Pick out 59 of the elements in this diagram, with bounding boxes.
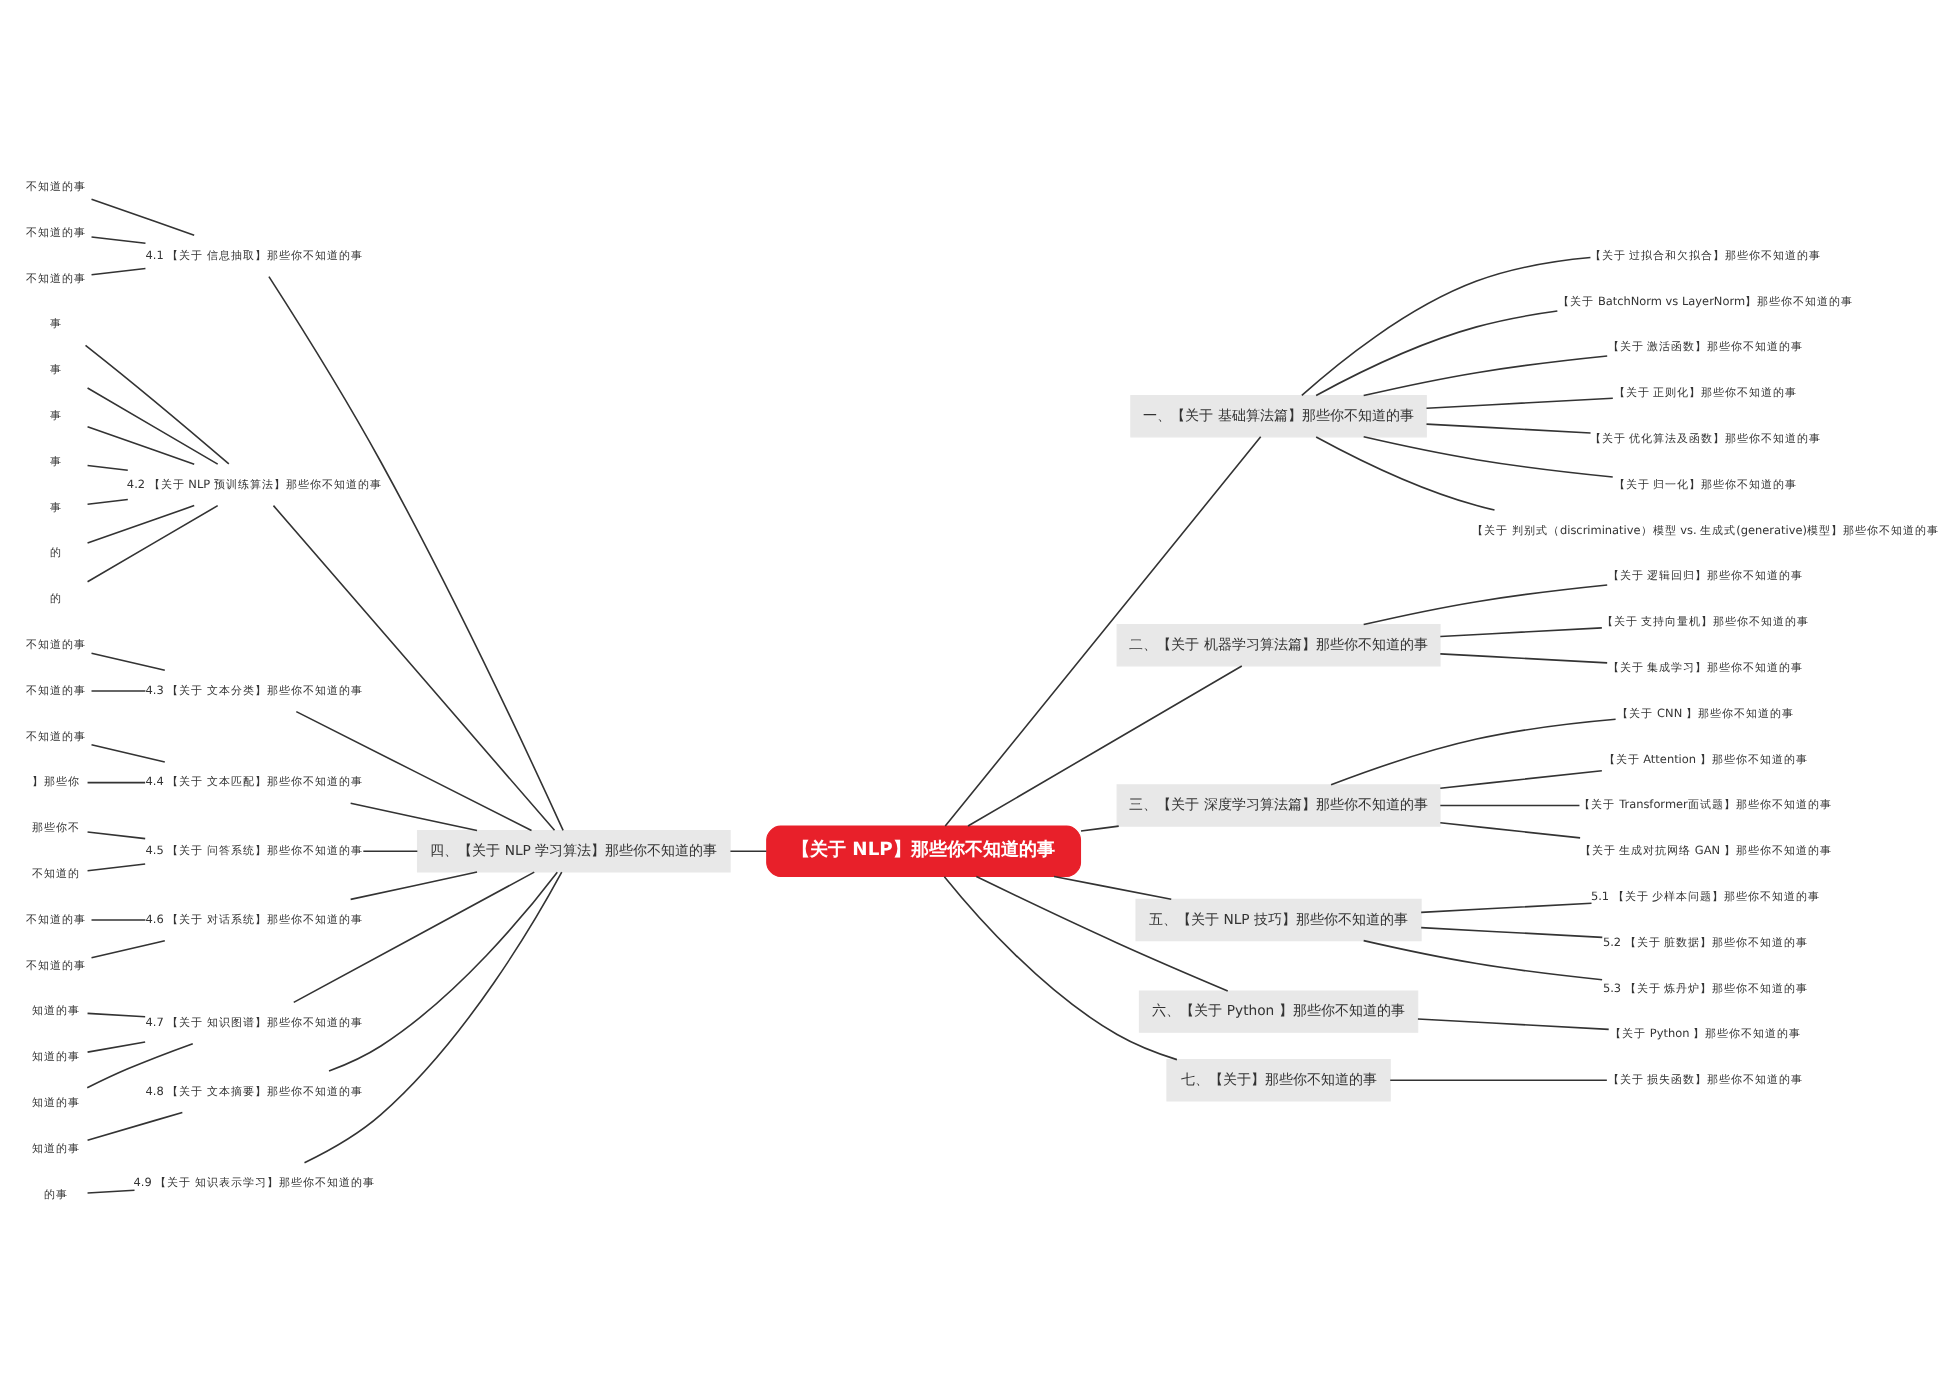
connector xyxy=(295,710,533,832)
connector xyxy=(86,781,146,784)
connector xyxy=(1417,1018,1610,1031)
connector xyxy=(1389,1079,1608,1082)
connector xyxy=(86,831,146,840)
connector xyxy=(86,387,219,465)
connector xyxy=(943,875,1178,1061)
connector xyxy=(1053,875,1173,901)
connector xyxy=(86,504,195,544)
connector xyxy=(90,939,166,959)
connector xyxy=(1439,822,1581,839)
connector xyxy=(1439,653,1608,664)
connector xyxy=(84,344,230,465)
connector xyxy=(967,665,1243,827)
connector xyxy=(944,436,1262,827)
connector xyxy=(86,464,129,472)
connector xyxy=(1301,256,1592,397)
connector xyxy=(90,236,147,245)
connector xyxy=(1439,804,1581,807)
connector xyxy=(1362,436,1614,478)
connector xyxy=(1420,902,1593,914)
connector xyxy=(362,850,419,853)
connector xyxy=(292,871,536,1004)
connector xyxy=(1330,718,1617,786)
connector xyxy=(328,871,559,1072)
connector xyxy=(1080,825,1120,832)
connector xyxy=(1439,627,1603,638)
connector xyxy=(86,1042,194,1089)
connector xyxy=(1420,926,1604,939)
connector xyxy=(86,1189,136,1194)
connector xyxy=(1439,769,1603,789)
connector xyxy=(90,690,147,692)
connector xyxy=(86,498,129,506)
connector xyxy=(1425,423,1592,434)
connector xyxy=(729,850,768,853)
connector xyxy=(349,871,478,901)
connector xyxy=(975,875,1229,992)
connector xyxy=(303,871,563,1164)
connector xyxy=(1315,436,1496,511)
connector xyxy=(90,744,166,763)
connector xyxy=(90,652,166,672)
connector xyxy=(86,1111,184,1141)
connector xyxy=(86,425,195,465)
connector xyxy=(86,504,219,583)
connector xyxy=(86,863,146,872)
connector xyxy=(1362,584,1608,626)
connector xyxy=(90,919,147,921)
connector xyxy=(1362,939,1603,981)
connector xyxy=(272,504,556,832)
connector xyxy=(90,198,195,236)
connector xyxy=(349,802,478,832)
connector xyxy=(1425,397,1614,410)
connector xyxy=(86,1012,146,1018)
connector xyxy=(1362,355,1608,397)
connector xyxy=(268,275,564,832)
connector xyxy=(90,267,147,276)
connector xyxy=(86,1041,146,1053)
node-box: 【关于 NLP】那些你不知道的事 xyxy=(766,825,1082,878)
connector xyxy=(1315,310,1559,397)
